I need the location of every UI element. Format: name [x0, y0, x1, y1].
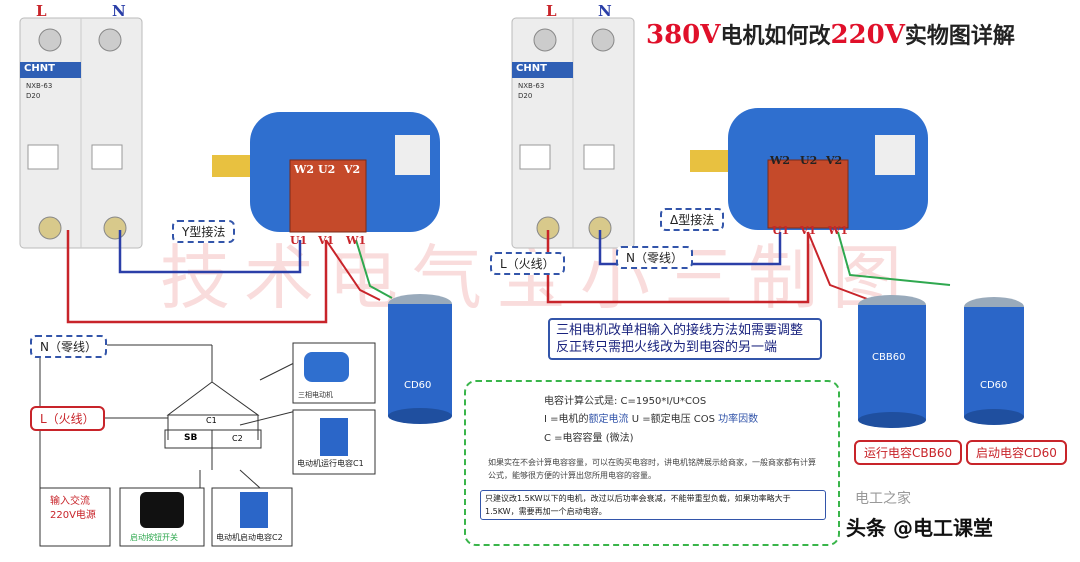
y-connection-label: Y型接法	[172, 220, 236, 243]
formula-box: 电容计算公式是: C=1950*I/U*COS I =电机的额定电流 U =额定…	[464, 380, 840, 546]
delta-connection-label: Δ型接法	[660, 208, 725, 231]
left-N-label: N	[112, 2, 126, 20]
left-capacitor	[388, 294, 452, 424]
right-term-V2: V2	[826, 154, 843, 167]
start-capacitor	[964, 297, 1024, 425]
schematic-live-label: L（火线）	[30, 406, 105, 431]
right-breaker-rating: D20	[518, 92, 533, 100]
sb-label: SB	[184, 433, 198, 443]
left-L-label: L	[36, 2, 47, 20]
left-live-wire	[66, 230, 328, 324]
left-motor	[212, 112, 440, 233]
run-cap-text: CBB60	[872, 352, 906, 363]
title-voltage-380: 380V	[646, 20, 721, 50]
motor-caption: 三相电动机	[298, 391, 333, 399]
left-term-V1: V1	[318, 234, 335, 247]
schematic-lines	[39, 344, 301, 489]
left-term-W1: W1	[346, 234, 367, 247]
schematic-photo-boxes	[39, 342, 376, 547]
run-cap-caption: 电动机运行电容C1	[297, 459, 364, 468]
left-breaker-brand: CHNT	[24, 63, 55, 74]
right-term-W1: W1	[828, 224, 849, 237]
wechat-watermark: 电工之家	[855, 491, 911, 507]
title-voltage-220: 220V	[830, 20, 905, 50]
run-capacitor	[858, 295, 926, 428]
left-neutral-wire	[118, 230, 302, 274]
title-suffix: 实物图详解	[904, 23, 1015, 49]
right-term-W2: W2	[770, 154, 791, 167]
reverse-note: 三相电机改单相输入的接线方法如需要调整反正转只需把火线改为到电容的另一端	[548, 318, 822, 360]
right-breaker-model: NXB-63	[518, 82, 545, 90]
right-neutral-label: N（零线）	[616, 246, 693, 269]
footer-credit: 头条 @电工课堂	[846, 516, 993, 540]
right-N-label: N	[598, 2, 612, 20]
watermark-text: 技术电气宝小三制图	[160, 237, 916, 319]
right-motor	[690, 108, 928, 230]
left-breaker-rating: D20	[26, 92, 41, 100]
right-term-U2: U2	[800, 154, 818, 167]
formula-line1: 电容计算公式是: C=1950*I/U*COS	[544, 396, 707, 407]
formula-paragraph: 如果实在不会计算电容容量，可以在购买电容时，讲电机铭牌展示给商家，一般商家都有计…	[488, 458, 816, 480]
left-term-W2: W2	[294, 163, 315, 176]
right-term-U1: U1	[772, 224, 790, 237]
start-cap-caption: 电动机启动电容C2	[216, 533, 283, 542]
formula-warning: 只建议改1.5KW以下的电机，改过以后功率会衰减，不能带重型负载，如果功率略大于…	[480, 490, 826, 520]
button-caption: 启动按钮开关	[130, 533, 178, 542]
right-breaker-brand: CHNT	[516, 63, 547, 74]
c1-label: C1	[206, 416, 217, 425]
left-term-U1: U1	[290, 234, 308, 247]
start-capacitor-label: 启动电容CD60	[966, 440, 1067, 465]
left-cap-text: CD60	[404, 380, 432, 391]
left-breaker-model: NXB-63	[26, 82, 53, 90]
left-term-V2: V2	[344, 163, 361, 176]
left-breaker	[19, 17, 143, 249]
left-term-U2: U2	[318, 163, 336, 176]
start-cap-text: CD60	[980, 380, 1008, 391]
schematic-neutral-label: N（零线）	[30, 335, 107, 358]
input-power-label: 输入交流 220V电源	[50, 496, 96, 521]
formula-line2: I =电机的额定电流 U =额定电压 COS 功率因数	[544, 414, 759, 425]
right-live-label: L（火线）	[490, 252, 565, 275]
c2-label: C2	[232, 434, 243, 443]
right-breaker	[511, 17, 635, 249]
right-L-label: L	[546, 2, 557, 20]
formula-line3: C =电容容量 (微法)	[544, 433, 634, 444]
run-capacitor-label: 运行电容CBB60	[854, 440, 963, 465]
page-title: 380V电机如何改220V实物图详解	[646, 18, 1015, 50]
right-term-V1: V1	[800, 224, 817, 237]
title-middle: 电机如何改	[720, 23, 831, 49]
